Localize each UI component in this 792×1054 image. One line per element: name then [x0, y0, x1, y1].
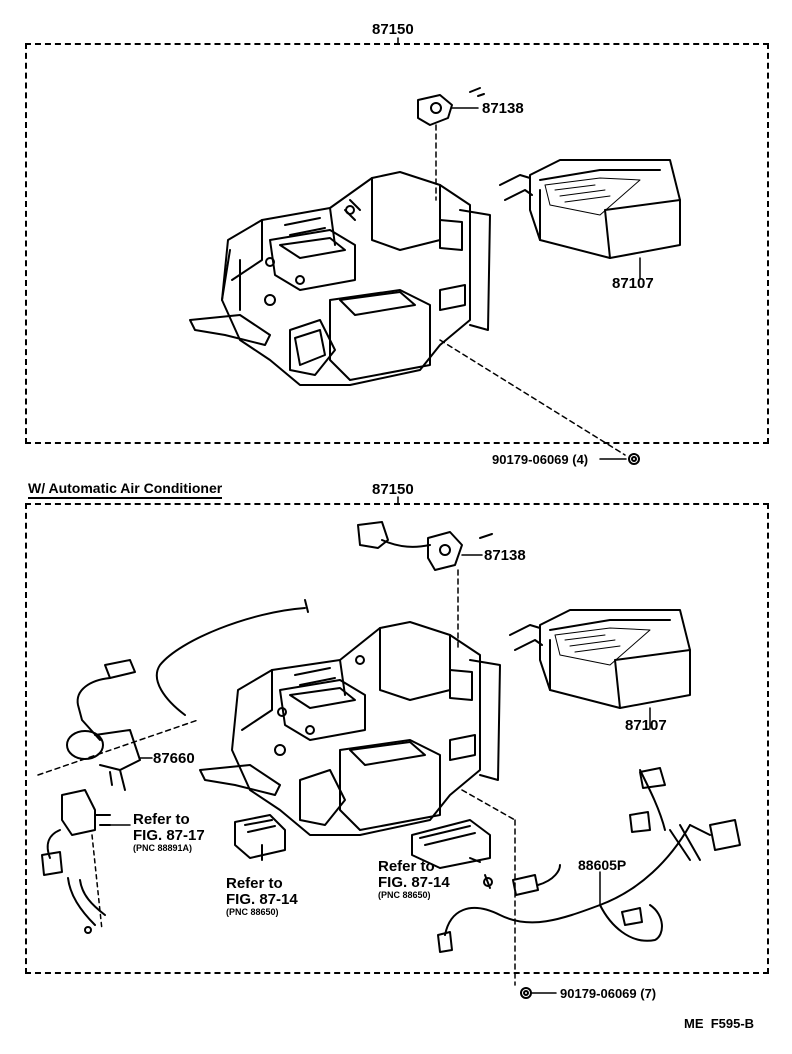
part-87138-top-shape	[417, 87, 481, 126]
aspirator-hose	[155, 607, 306, 716]
ref-b-line2: FIG. 87-14	[226, 890, 298, 908]
ref-a-line3: (PNC 88891A)	[133, 842, 193, 853]
relay-left-shape	[41, 789, 131, 934]
ref-b-line1: Refer to	[226, 875, 283, 892]
section-title-automatic-ac: W/ Automatic Air Conditioner	[28, 480, 223, 499]
ref-c-line1: Refer to	[378, 858, 435, 875]
ref-a-line2: FIG. 87-17	[133, 826, 205, 844]
part-87138-bottom: 87138	[484, 547, 526, 564]
heater-unit-top	[189, 171, 491, 386]
top-assembly-frame	[25, 43, 769, 444]
part-87138-bottom-shape	[357, 521, 493, 571]
reference-fig-87-14-right: Refer to FIG. 87-14 (PNC 88650)	[378, 859, 450, 900]
bottom-assembly-number: 87150	[372, 481, 414, 498]
figure-code: ME F595-B	[684, 1016, 755, 1031]
part-88605P: 88605P	[578, 857, 627, 873]
ref-c-line2: FIG. 87-14	[378, 873, 450, 891]
part-87107-top: 87107	[612, 275, 654, 292]
top-assembly-number: 87150	[372, 21, 414, 38]
ref-a-line1: Refer to	[133, 811, 190, 828]
bottom-assembly-frame	[25, 503, 769, 974]
bolt-bottom: 90179-06069 (7)	[560, 986, 657, 1001]
reference-fig-87-17: Refer to FIG. 87-17 (PNC 88891A)	[133, 812, 205, 853]
part-87660: 87660	[153, 750, 195, 767]
bolt-top: 90179-06069 (4)	[492, 452, 589, 467]
part-87107-bottom: 87107	[625, 717, 667, 734]
connector-box-middle	[234, 814, 286, 861]
heater-unit-bottom	[199, 621, 501, 836]
reference-fig-87-14-left: Refer to FIG. 87-14 (PNC 88650)	[226, 876, 298, 917]
evaporator-bottom	[509, 609, 691, 729]
nut-top	[628, 453, 640, 465]
part-87138-top: 87138	[482, 100, 524, 117]
nut-bottom	[520, 987, 532, 999]
relay-box-right	[411, 819, 493, 889]
ref-b-line3: (PNC 88650)	[226, 906, 279, 917]
evaporator-top	[499, 159, 681, 279]
wire-harness-88605P	[437, 767, 741, 953]
ref-c-line3: (PNC 88650)	[378, 889, 431, 900]
